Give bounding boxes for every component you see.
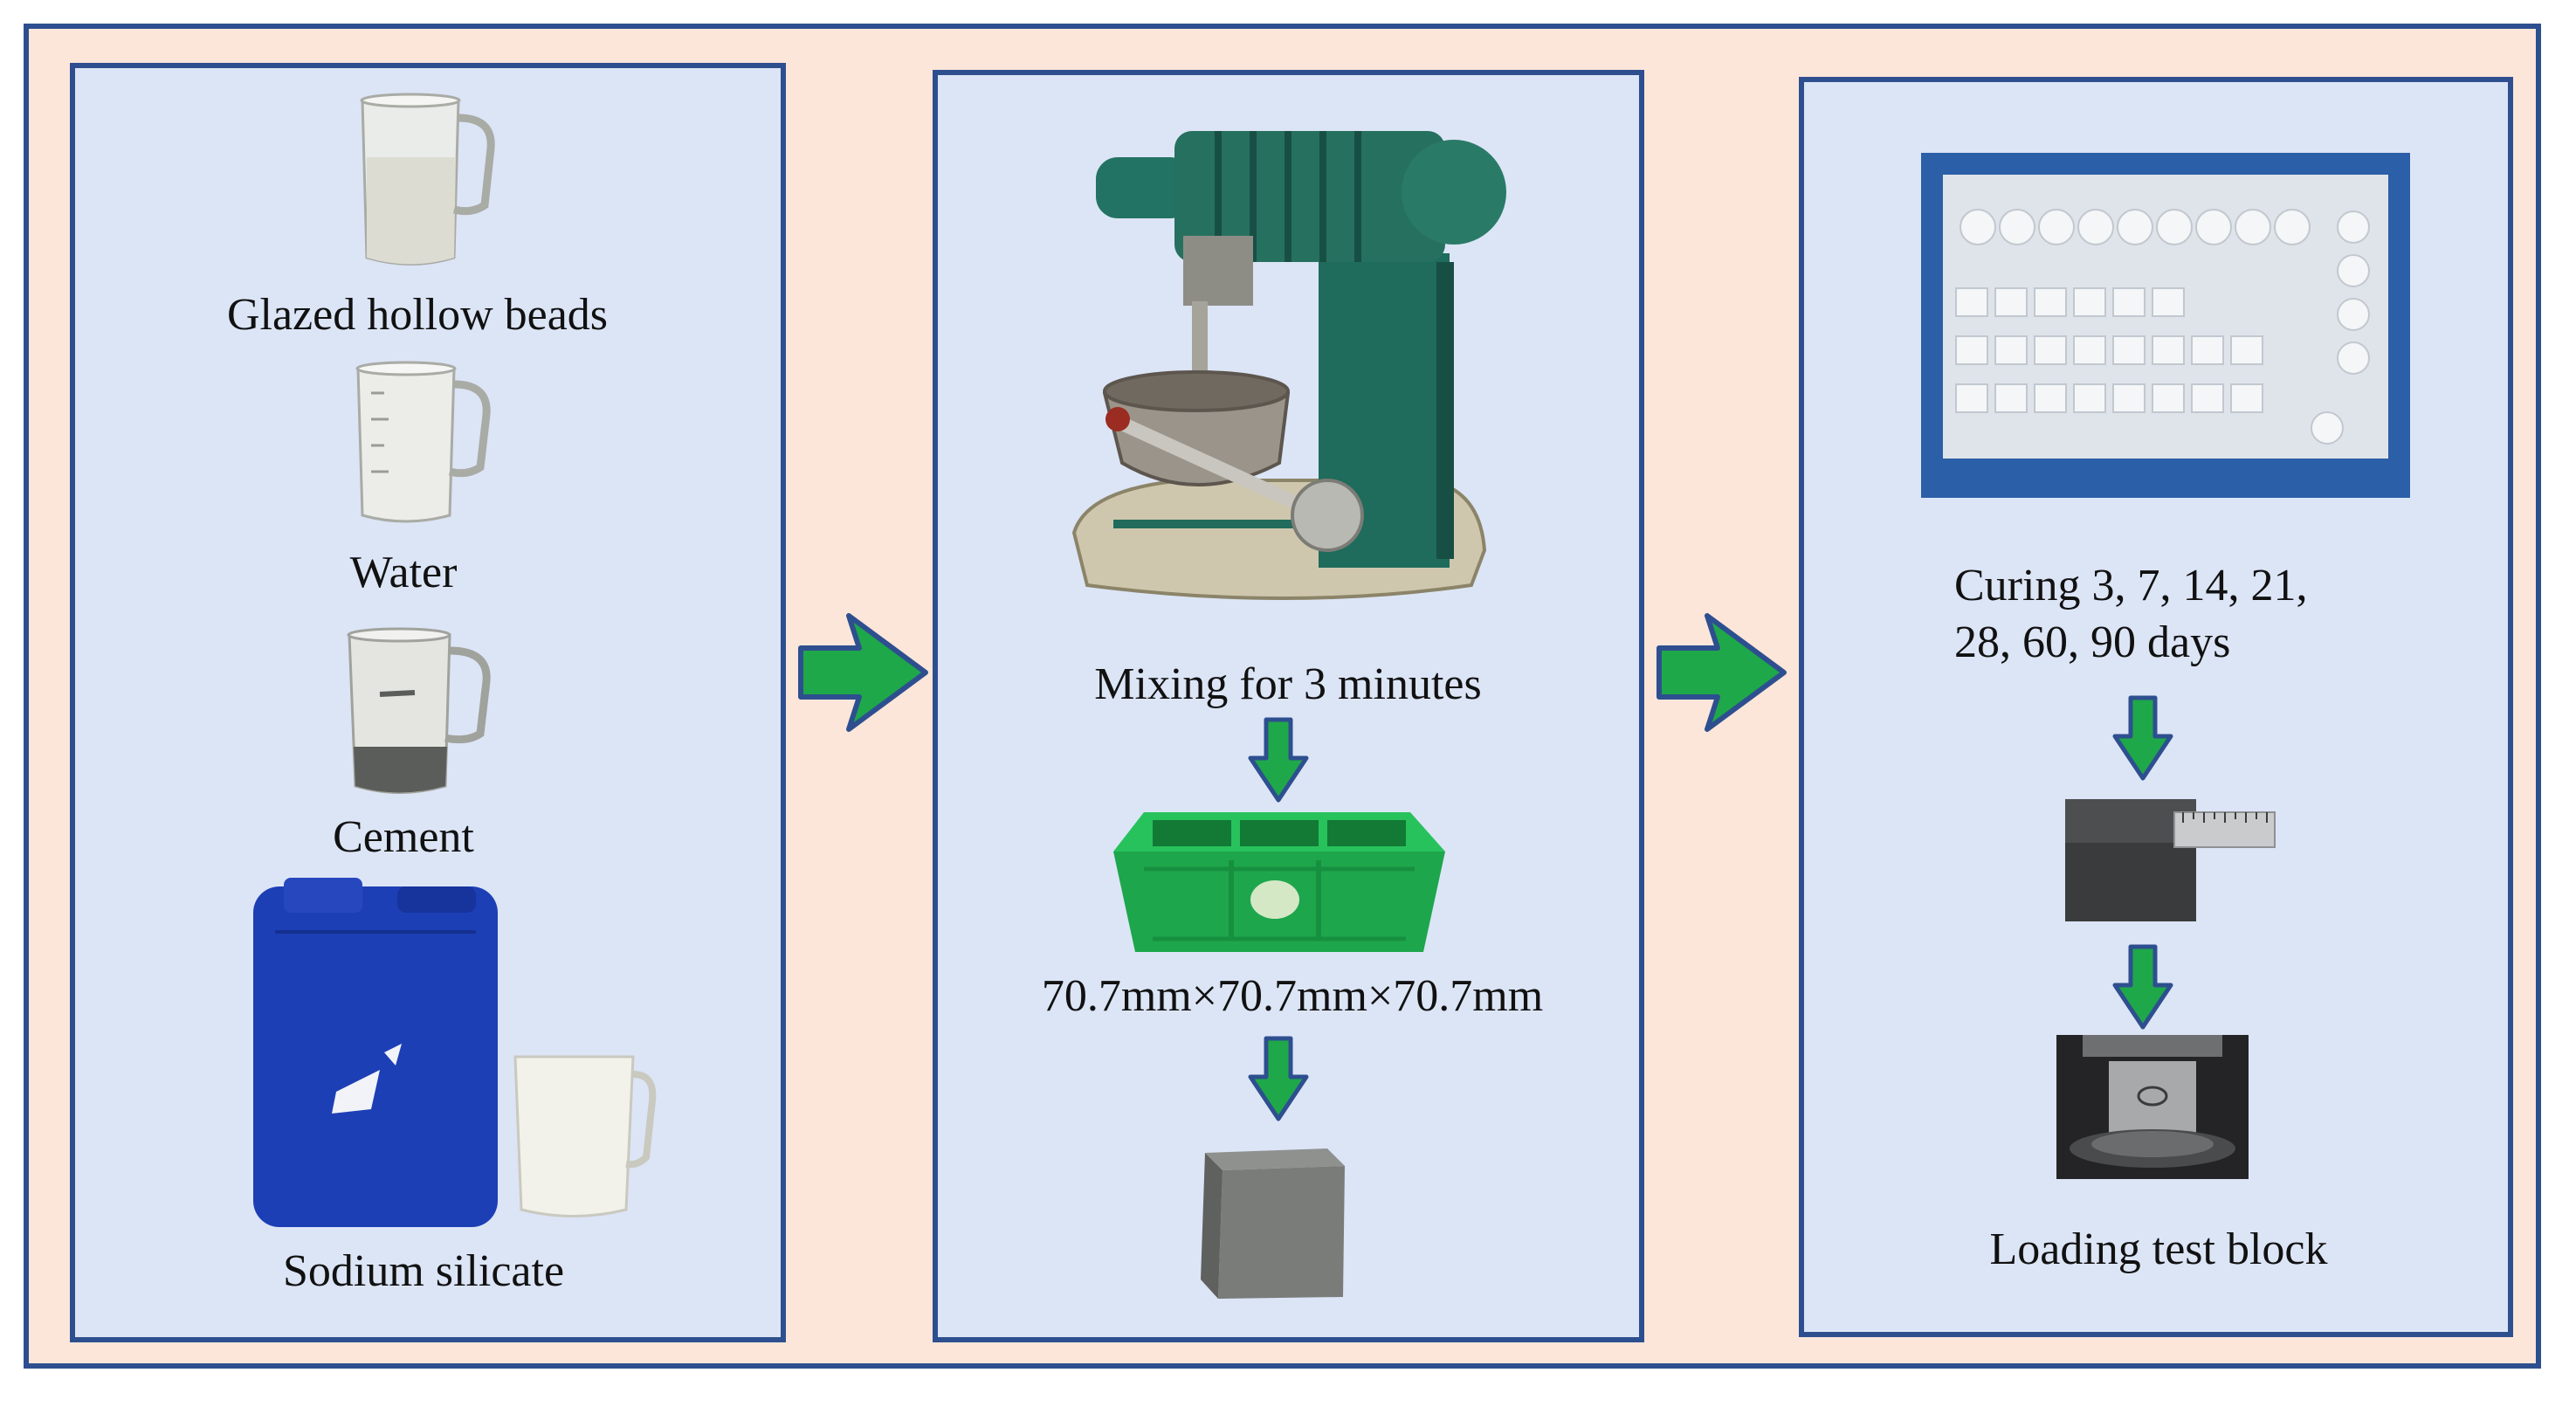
flow-arrow-down-1	[1248, 717, 1309, 803]
curing-label-line-1: Curing 3, 7, 14, 21,	[1954, 561, 2308, 610]
flow-arrow-right-1	[798, 613, 928, 732]
beads-beaker-image	[360, 93, 495, 266]
mortar-cube-image	[1201, 1148, 1345, 1299]
flow-arrow-down-4	[2112, 944, 2173, 1030]
loading-test-label: Loading test block	[1989, 1224, 2328, 1274]
beads-label: Glazed hollow beads	[226, 290, 609, 340]
curing-tank-image	[1921, 153, 2410, 498]
cube-mold-image	[1113, 812, 1445, 952]
cement-beaker-image	[347, 627, 491, 794]
mixing-panel	[933, 70, 1644, 1342]
measured-cube-image	[2065, 799, 2276, 921]
sodium-silicate-container-image	[253, 878, 657, 1227]
loading-machine-image	[2056, 1035, 2249, 1179]
water-label: Water	[349, 548, 458, 597]
flow-arrow-down-3	[2112, 695, 2173, 781]
curing-label-line-2: 28, 60, 90 days	[1954, 617, 2231, 667]
mortar-mixer-image	[1071, 131, 1506, 600]
cement-label: Cement	[333, 812, 474, 862]
mold-size-label: 70.7mm×70.7mm×70.7mm	[1041, 971, 1544, 1021]
mixing-label: Mixing for 3 minutes	[1094, 659, 1482, 709]
flow-arrow-down-2	[1248, 1036, 1309, 1121]
sodium-silicate-label: Sodium silicate	[282, 1246, 565, 1296]
water-beaker-image	[355, 361, 491, 523]
flow-arrow-right-2	[1656, 613, 1787, 732]
